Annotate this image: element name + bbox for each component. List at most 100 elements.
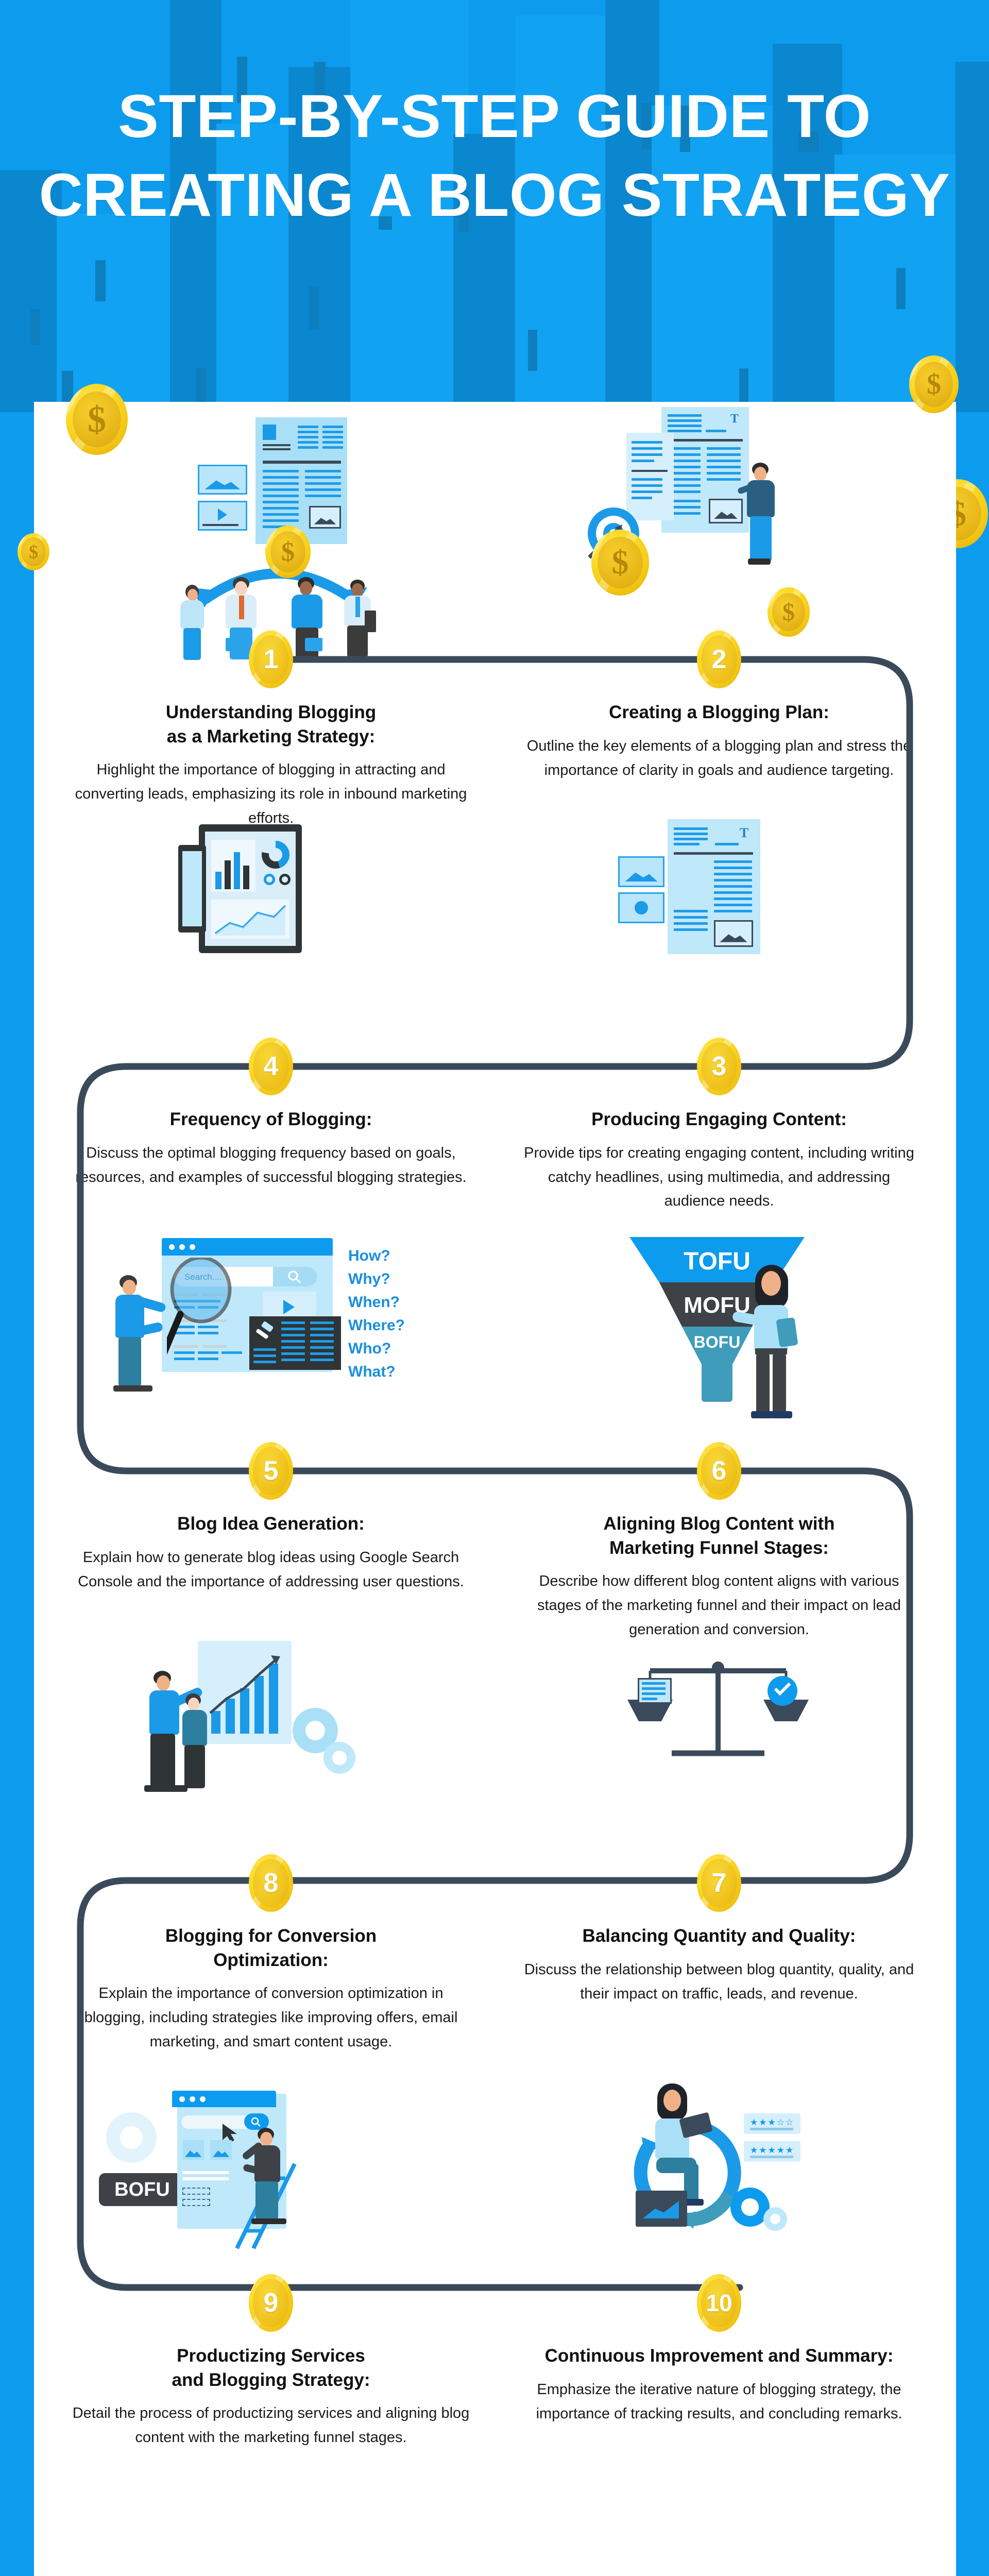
step-card-3[interactable]: T [498,809,941,1213]
page-title-line1: STEP-BY-STEP GUIDE TO [118,82,871,150]
step-number: 4 [263,1052,279,1081]
bofu-chip: BOFU [99,2173,185,2206]
dollar-sign: $ [29,541,38,562]
star-rating: ★★★★★ [750,2145,795,2155]
article-document: T [661,407,749,533]
step-title-line: Blogging for Conversion [165,1926,377,1946]
window-dot [179,1244,185,1250]
step-title-5: Blog Idea Generation: [49,1512,492,1536]
step-card-9[interactable]: BOFU [49,2045,492,2450]
dollar-sign: $ [927,368,941,400]
step-number: 6 [711,1456,727,1486]
step-title-line: and Blogging Strategy: [172,2369,370,2390]
page-title-line2: CREATING A BLOG STRATEGY [39,161,950,230]
step-badge-6: 6 [697,1442,741,1500]
step-number: 9 [263,2288,279,2318]
step-description-2: Outline the key elements of a blogging p… [526,737,912,778]
skyline-building [350,0,469,412]
image-thumbnail [210,2140,232,2160]
step-title-line: Balancing Quantity and Quality: [582,1926,856,1946]
question-word: What? [348,1363,396,1380]
step-title-line: Aligning Blog Content with [603,1514,835,1534]
step-card-6[interactable]: TOFU MOFU BOFU [498,1213,941,1642]
step-card-8[interactable]: 8 Blogging for Conversion Optimization: … [49,1625,492,2054]
building-window [680,106,690,152]
step-connector-path [77,656,913,2291]
bofu-label: BOFU [114,2178,170,2200]
skyline-building [652,106,780,412]
step-number: 10 [706,2290,732,2316]
search-bar[interactable] [181,2115,255,2129]
step-title-6: Aligning Blog Content with Marketing Fun… [498,1512,941,1560]
title-glyph: T [740,825,749,840]
search-button[interactable] [244,2113,269,2130]
article-document: T [668,819,760,954]
question-word-list: How? Why? When? Where? Who? What? [348,1244,446,1383]
star-rating: ★★★☆☆ [750,2117,795,2127]
building-window [379,216,392,230]
step-title-line: as a Marketing Strategy: [166,726,376,747]
skyline-building [0,170,62,412]
image-thumbnail [709,499,743,523]
step-description-6: Describe how different blog content alig… [537,1573,901,1638]
image-thumbnail [182,2140,204,2160]
step-title-7: Balancing Quantity and Quality: [498,1924,941,1948]
step-card-1[interactable]: 1 Understanding Blogging as a Marketing … [49,402,492,831]
image-thumbnail [714,920,753,947]
step-number: 3 [711,1052,727,1081]
step-badge-5: 5 [249,1442,293,1500]
step-card-5[interactable]: Search.... [49,1213,492,1594]
coin-decoration: $ [591,530,649,596]
step-title-line: Blog Idea Generation: [177,1514,365,1534]
building-window [528,330,537,371]
cursor-icon [223,2124,237,2142]
step-7-illustration [498,1625,941,1842]
building-window [896,268,906,309]
step-title-line: Creating a Blogging Plan: [609,702,829,722]
article-document [255,417,347,544]
step-5-illustration: Search.... [49,1213,492,1430]
building-window [798,131,819,152]
search-icon [288,1270,301,1284]
overlay-document [626,433,674,520]
image-thumbnail [198,465,247,495]
window-dot [179,2096,185,2102]
dollar-sign: $ [611,544,629,581]
step-badge-7: 7 [697,1854,741,1912]
window-dot [190,1244,195,1250]
skyline-building [773,44,842,412]
bar-chart-icon [209,1655,280,1734]
step-10-illustration: ★★★☆☆ ★★★★★ [498,2045,941,2262]
coin-decoration: $ [909,355,959,413]
step-badge-2: 2 [697,631,741,688]
image-thumbnail [309,506,341,529]
magnifier-icon [167,1258,232,1355]
step-description-7: Discuss the relationship between blog qu… [524,1961,914,2002]
step-card-10[interactable]: ★★★☆☆ ★★★★★ 10 Continuous Improvement an… [498,2045,941,2426]
step-title-line: Marketing Funnel Stages: [609,1537,829,1558]
gear-icon [323,1742,355,1774]
step-card-4[interactable]: 4 Frequency of Blogging: Discuss the opt… [49,809,492,1189]
skyline-building [956,62,989,412]
building-window [314,62,326,111]
review-card [744,2141,800,2162]
search-button[interactable] [273,1267,317,1286]
question-word: Where? [348,1317,405,1334]
play-icon [283,1300,295,1314]
building-window [641,103,652,149]
content-card: 1 Understanding Blogging as a Marketing … [34,402,956,2576]
step-badge-8: 8 [249,1854,293,1912]
step-title-line: Optimization: [213,1950,329,1970]
step-card-7[interactable]: 7 Balancing Quantity and Quality: Discus… [498,1625,941,2006]
step-description-10: Emphasize the iterative nature of bloggi… [536,2381,902,2422]
step-title-8: Blogging for Conversion Optimization: [49,1924,492,1972]
question-word: How? [348,1247,390,1264]
step-title-line: Understanding Blogging [165,702,377,722]
step-number: 2 [711,645,727,674]
step-number: 7 [711,1868,727,1898]
search-icon [251,2117,261,2127]
gavel-icon [256,1321,274,1339]
step-number: 5 [263,1456,279,1486]
step-3-illustration: T [498,809,941,1025]
